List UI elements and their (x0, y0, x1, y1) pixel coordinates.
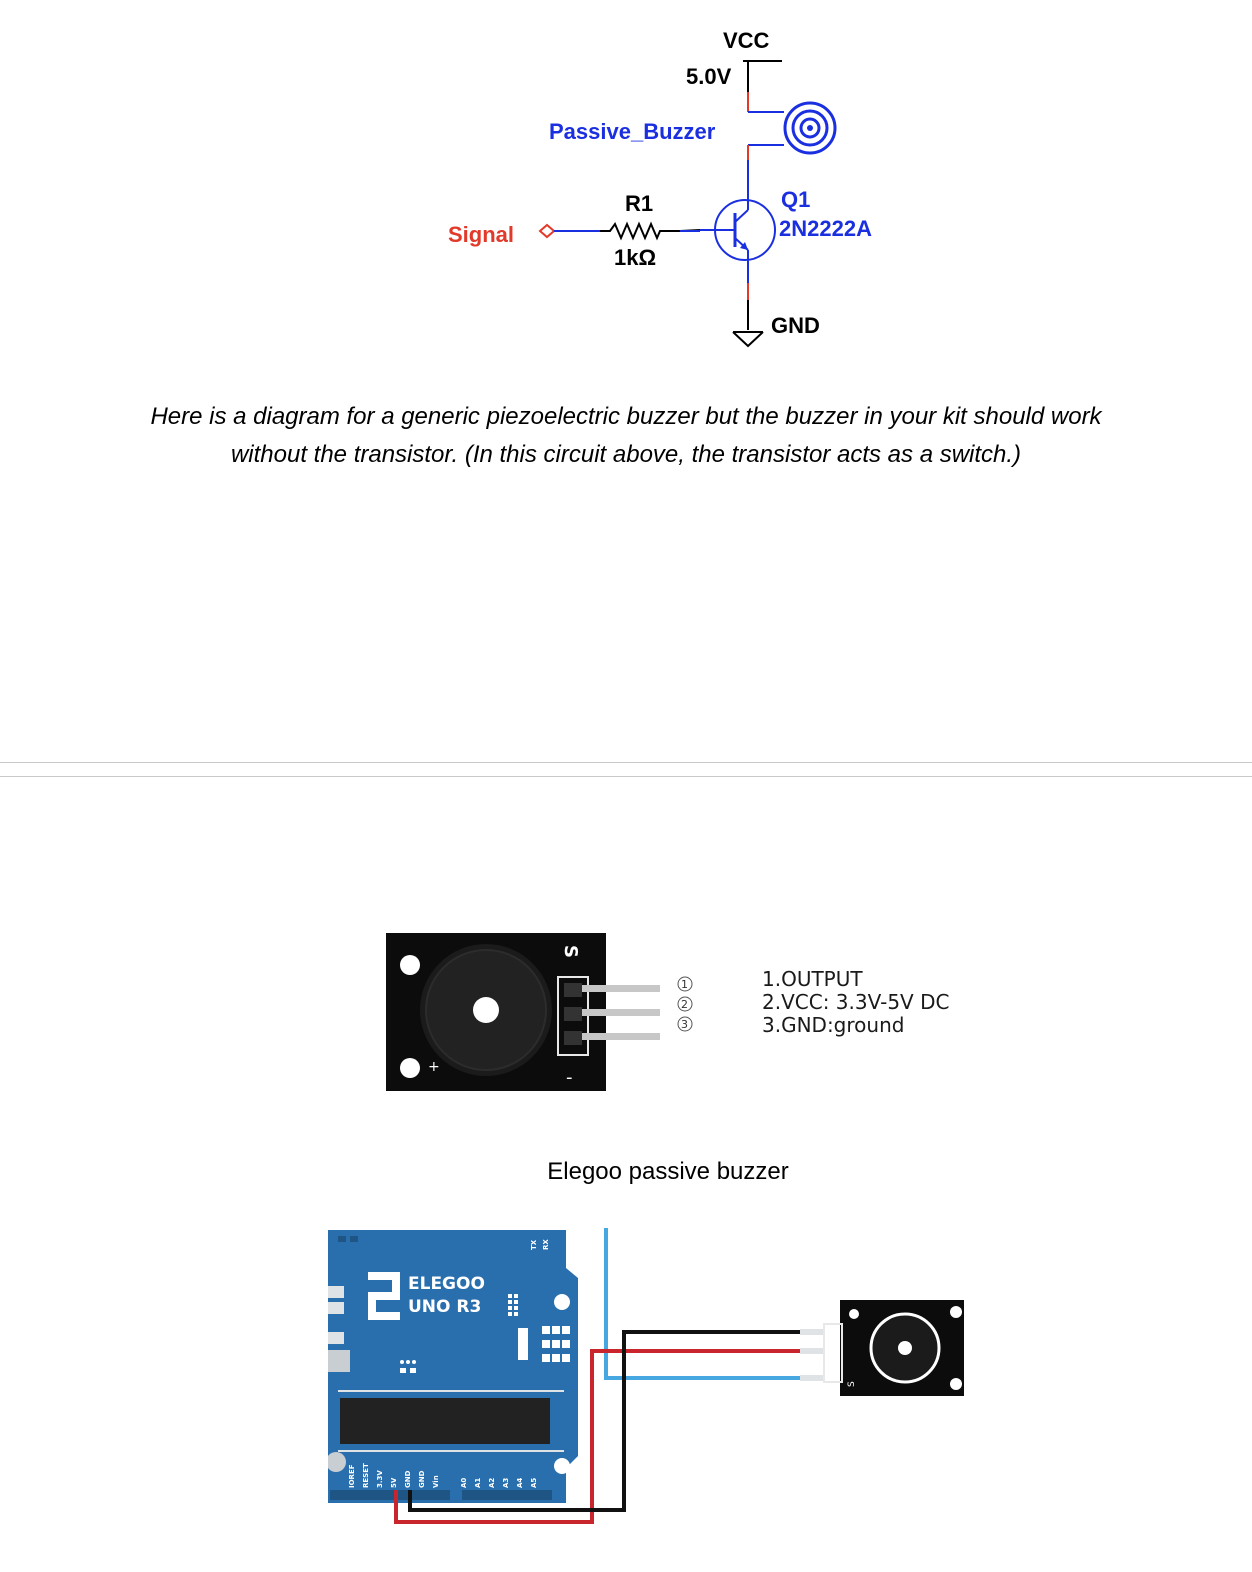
schematic: VCC 5.0V Passive_Buzzer R1 1kΩ Signal Q1… (0, 0, 1252, 380)
pin-number-1: 1 (681, 978, 688, 991)
header-label-tx: TX (530, 1239, 538, 1250)
wire-signal (604, 1228, 800, 1380)
ground-label: GND (771, 313, 820, 338)
pin-label-a3: A3 (502, 1478, 510, 1488)
pin-description-3: 3.GND:ground (762, 1013, 905, 1037)
pin-label-a0: A0 (460, 1478, 468, 1488)
pin-label-a2: A2 (488, 1478, 496, 1488)
elegoo-logo-mark (368, 1272, 400, 1320)
pin-label-a1: A1 (474, 1478, 482, 1488)
transistor-part-label: 2N2222A (779, 216, 872, 241)
pin-label-gnd-2: GND (418, 1470, 426, 1488)
pin-label-gnd-1: GND (404, 1470, 412, 1488)
voltage-label: 5.0V (686, 64, 732, 89)
silk-plus: + (428, 1059, 440, 1075)
buzzer-module-image: S - + 1 2 3 (386, 933, 706, 1093)
resistor-ref-label: R1 (625, 191, 654, 216)
board-model: UNO R3 (408, 1297, 481, 1317)
pin-description-1: 1.OUTPUT (762, 967, 863, 991)
section-divider-2 (0, 776, 1252, 777)
pin-label-ioref: IOREF (348, 1464, 356, 1488)
pin-number-markers: 1 2 3 (677, 976, 693, 1032)
caption-line-1: Here is a diagram for a generic piezoele… (150, 403, 1102, 430)
section-divider (0, 762, 1252, 763)
resistor-symbol (600, 221, 701, 241)
caption-line-2: without the transistor. (In this circuit… (230, 441, 1022, 468)
buzzer-label: Passive_Buzzer (549, 119, 716, 144)
pin-label-5v: 5V (390, 1477, 398, 1488)
pin-label-a4: A4 (516, 1478, 524, 1488)
pin-label-vin: Vin (432, 1475, 440, 1488)
vcc-label: VCC (723, 28, 770, 53)
signal-label: Signal (448, 222, 515, 247)
pin-label-3v3: 3.3V (376, 1470, 384, 1488)
pin-label-a5: A5 (530, 1478, 538, 1488)
wire-gnd (408, 1330, 800, 1512)
silk-s: S (560, 945, 581, 958)
board-brand: ELEGOO (408, 1274, 485, 1294)
pin-number-2: 2 (681, 998, 688, 1011)
wire-vcc (394, 1349, 800, 1524)
schematic-wires (538, 60, 837, 348)
transistor-symbol (700, 199, 776, 261)
mini-module-silk: S (847, 1381, 857, 1387)
diagram-caption: Here is a diagram for a generic piezoele… (0, 398, 1252, 474)
signal-port (538, 223, 556, 239)
ground-symbol (732, 331, 764, 348)
buzzer-symbol (783, 101, 837, 155)
pin-number-3: 3 (681, 1018, 688, 1031)
silk-minus: - (566, 1067, 573, 1088)
wiring-diagram: ELEGOO UNO R3 IOREF RESET (328, 1228, 968, 1538)
pin-description-2: 2.VCC: 3.3V-5V DC (762, 990, 950, 1014)
transistor-ref-label: Q1 (781, 187, 811, 212)
pin-label-reset: RESET (362, 1463, 370, 1488)
pin-description-list: 1.OUTPUT 2.VCC: 3.3V-5V DC 3.GND:ground (762, 968, 949, 1037)
resistor-value-label: 1kΩ (614, 245, 657, 270)
header-label-rx: RX (542, 1239, 550, 1250)
board-pin-labels: IOREF RESET 3.3V 5V GND GND Vin A0 A1 A2… (348, 1239, 550, 1488)
module-caption: Elegoo passive buzzer (547, 1158, 789, 1185)
